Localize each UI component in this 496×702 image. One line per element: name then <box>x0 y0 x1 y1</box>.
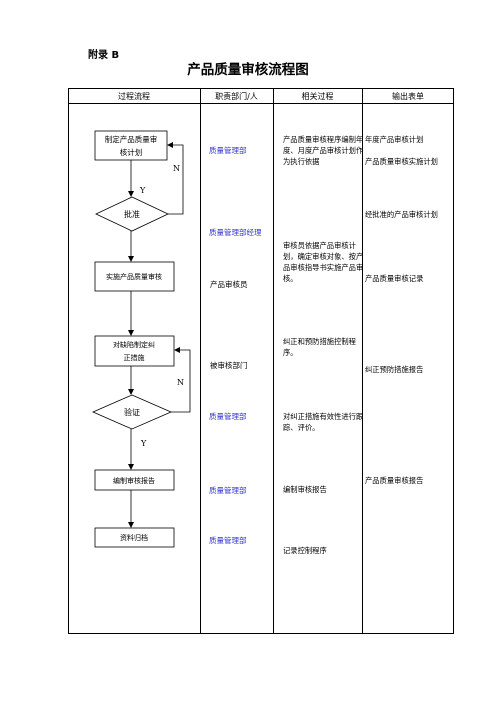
output-3: 经批准的产品审核计划 <box>365 210 438 219</box>
box-corrective-action-label-2: 正措施 <box>124 353 145 362</box>
column-header-responsible: 职责部门/人 <box>215 92 258 101</box>
flow-table <box>68 88 454 634</box>
role-7: 质量管理部 <box>209 536 247 545</box>
box-audit-report <box>94 469 175 491</box>
box-corrective-action <box>94 335 175 367</box>
box-implement-audit <box>94 261 175 292</box>
role-5: 质量管理部 <box>209 412 247 421</box>
box-audit-report-label: 编制审核报告 <box>113 476 155 485</box>
output-2: 产品质量审核实施计划 <box>365 157 438 166</box>
header-divider <box>68 103 454 104</box>
column-header-related-process: 相关过程 <box>301 92 334 101</box>
box-corrective-action-label: 对缺陷制定纠 <box>113 340 155 349</box>
process-6: 记录控制程序 <box>283 546 327 555</box>
appendix-label: 附录 B <box>88 50 120 61</box>
loop-verify-no <box>171 347 191 413</box>
box-make-plan-label-2: 核计划 <box>120 147 143 157</box>
output-4: 产品质量审核记录 <box>365 274 424 283</box>
output-6: 产品质量审核报告 <box>365 476 424 485</box>
label-yes-verify: Y <box>140 439 147 448</box>
role-2: 质量管理部经理 <box>209 228 262 237</box>
label-yes-approve: Y <box>139 186 146 195</box>
process-5: 编制审核报告 <box>283 485 327 494</box>
box-archive-label: 资料归档 <box>120 533 148 542</box>
column-divider <box>200 88 201 634</box>
role-4: 被审核部门 <box>210 361 248 370</box>
label-no-approve: N <box>173 164 180 173</box>
process-4: 对纠正措施有效性进行跟踪、评价。 <box>283 412 364 432</box>
decision-approve <box>95 196 169 232</box>
box-make-plan-label: 制定产品质量审 <box>105 134 158 144</box>
decision-verify <box>91 394 173 430</box>
column-header-process-flow: 过程流程 <box>118 92 150 101</box>
role-6: 质量管理部 <box>209 486 247 495</box>
output-1: 年度产品审核计划 <box>365 135 424 144</box>
process-1: 产品质量审核程序编制年度、月度产品审核计划作为执行依据 <box>283 135 364 166</box>
decision-approve-label: 批准 <box>124 209 140 219</box>
decision-verify-label: 验证 <box>124 407 140 417</box>
role-1: 质量管理部 <box>209 146 247 155</box>
column-header-output-forms: 输出表单 <box>392 92 424 101</box>
loop-approve-no <box>167 142 184 215</box>
process-3: 纠正和预防措施控制程序。 <box>283 337 356 357</box>
column-divider <box>362 88 363 634</box>
column-divider <box>273 88 274 634</box>
label-no-verify: N <box>177 378 184 387</box>
output-5: 纠正预防措施报告 <box>365 365 424 374</box>
box-implement-audit-label: 实施产品质量审核 <box>106 272 162 281</box>
box-archive <box>94 527 175 548</box>
process-2: 审核员依据产品审核计划，确定审核对象、按产品审核指导书实施产品审核。 <box>283 241 364 283</box>
role-3: 产品审核员 <box>210 280 248 289</box>
page-title: 产品质量审核流程图 <box>187 62 309 78</box>
